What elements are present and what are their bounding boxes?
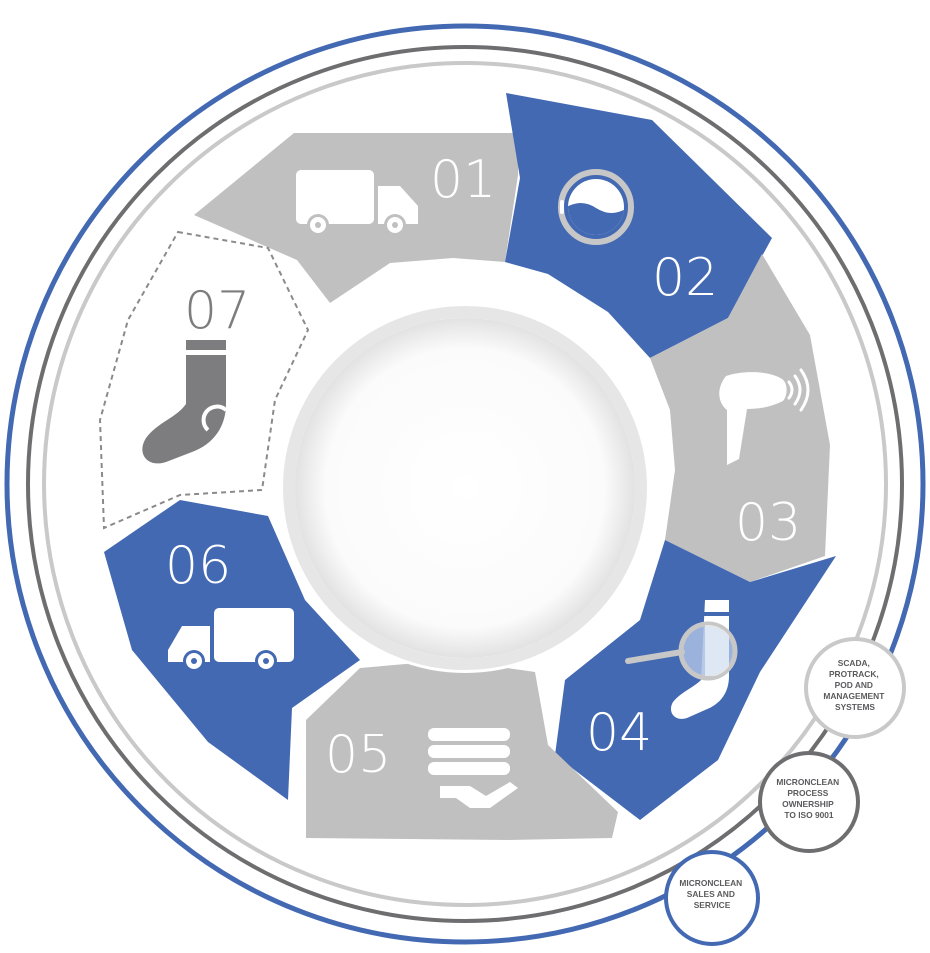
- delivery-truck-icon: [296, 170, 418, 236]
- segment-05-content: 05: [325, 725, 518, 808]
- segment-number-05: 05: [325, 725, 391, 785]
- badge-3-line-3: SERVICE: [694, 900, 731, 910]
- segment-number-03: 03: [735, 493, 801, 553]
- badge-1-line-4: MANAGEMENT: [823, 691, 885, 701]
- segment-04-content: 04: [586, 600, 738, 763]
- segment-01-content: 01: [296, 150, 496, 236]
- delivery-truck-icon: [168, 608, 294, 672]
- segment-03-content: 03: [719, 368, 810, 553]
- segment-number-01: 01: [430, 150, 496, 210]
- outer-ring-light: [42, 61, 888, 907]
- badge-3-line-1: MICRONCLEAN: [679, 878, 742, 888]
- segment-number-04: 04: [586, 703, 652, 763]
- central-hub: [280, 303, 650, 673]
- badge-2-line-3: OWNERSHIP: [782, 799, 834, 809]
- badge-process-ownership[interactable]: MICRONCLEAN PROCESS OWNERSHIP TO ISO 900…: [758, 751, 860, 853]
- svg-text:MICRONCLEAN SALES AND: MICRONCLEAN SALES AND SERVICE: [679, 878, 744, 910]
- badge-1-line-3: POD AND: [835, 680, 873, 690]
- segment-number-02: 02: [652, 248, 718, 308]
- badge-3-line-2: SALES AND: [687, 889, 735, 899]
- sock-icon: [142, 340, 228, 464]
- badge-2-line-4: TO ISO 9001: [784, 810, 834, 820]
- badge-1-line-1: SCADA,: [838, 658, 870, 668]
- segment-02-content: 02: [558, 169, 718, 308]
- badge-2-line-2: PROCESS: [787, 788, 828, 798]
- segment-04[interactable]: [555, 540, 836, 820]
- segment-07[interactable]: [98, 230, 310, 530]
- segment-02[interactable]: [505, 93, 772, 358]
- outer-rings: [4, 23, 926, 945]
- segment-number-07: 07: [184, 281, 250, 341]
- badges: SCADA, PROTRACK, POD AND MANAGEMENT SYST…: [664, 637, 906, 946]
- washing-machine-drum-icon: [558, 169, 634, 245]
- barcode-scanner-icon: [719, 368, 810, 465]
- badge-sales-and-service[interactable]: MICRONCLEAN SALES AND SERVICE: [664, 850, 760, 946]
- outer-ring-gray: [26, 45, 904, 923]
- svg-text:SCADA, PROTRACK,: SCADA, PROTRACK, POD AND MANAGEMENT SYST…: [823, 658, 886, 712]
- badge-1-line-5: SYSTEMS: [835, 702, 875, 712]
- svg-text:MICRONCLEAN PROCESS: MICRONCLEAN PROCESS OWNERSHIP TO ISO 900…: [776, 777, 841, 820]
- sock-inspection-magnifier-icon: [625, 600, 738, 719]
- badge-1-line-2: PROTRACK,: [829, 669, 879, 679]
- badge-2-line-1: MICRONCLEAN: [776, 777, 839, 787]
- folded-garments-hand-icon: [428, 728, 518, 808]
- segment-number-06: 06: [165, 536, 231, 596]
- segment-07-content: 07: [142, 281, 250, 464]
- segment-06-content: 06: [165, 536, 294, 672]
- outer-ring-blue: [4, 23, 926, 945]
- badge-management-systems[interactable]: SCADA, PROTRACK, POD AND MANAGEMENT SYST…: [804, 637, 906, 739]
